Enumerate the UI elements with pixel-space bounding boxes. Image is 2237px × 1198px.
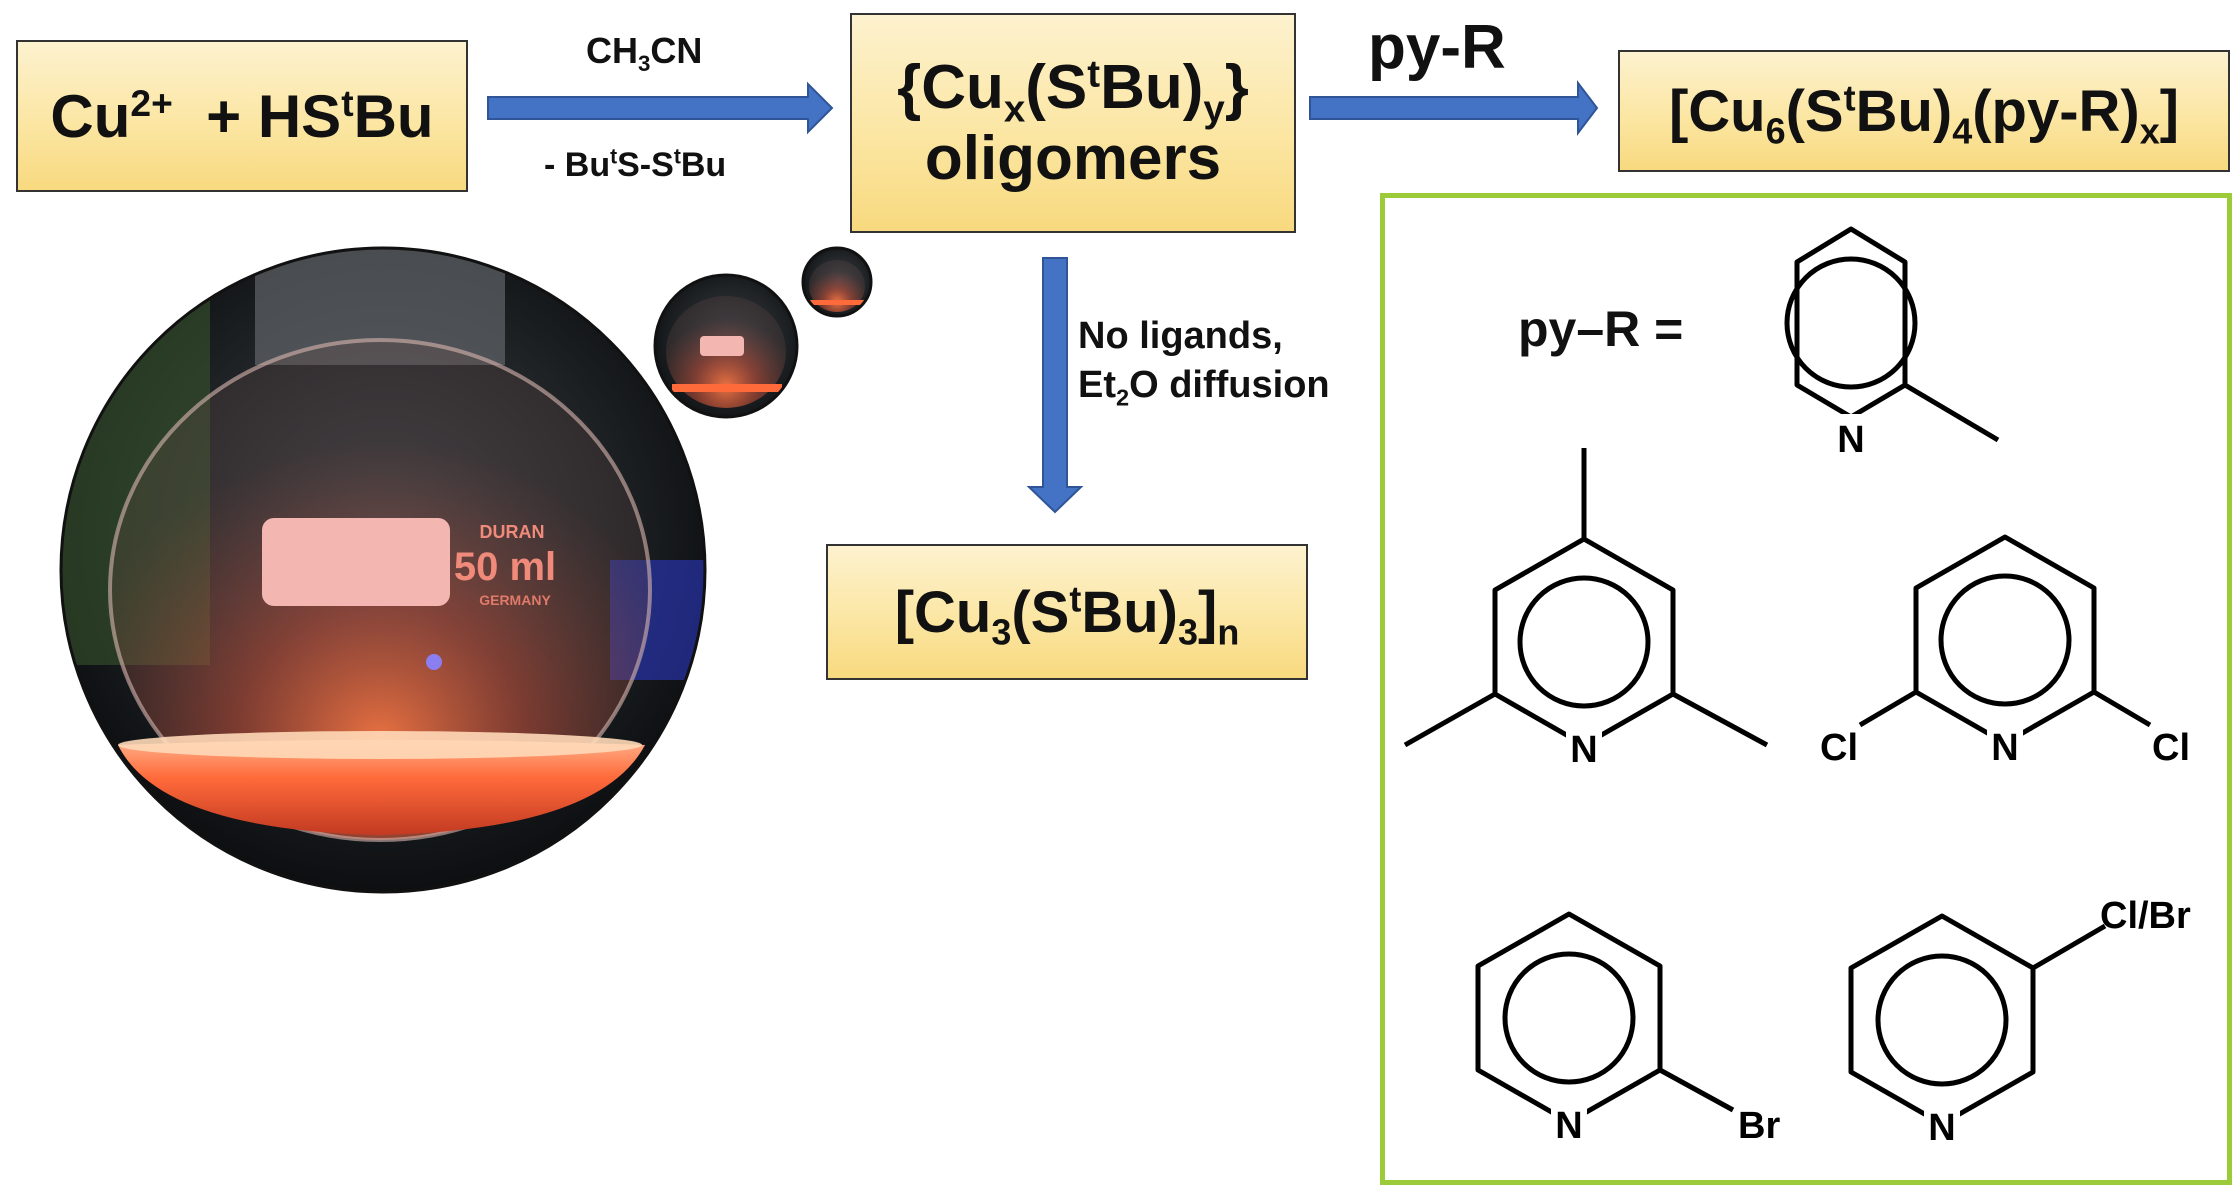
flask-brand: DURAN xyxy=(480,522,545,542)
py-product-formula: [Cu6(StBu)4(py-R)x] xyxy=(1668,77,2180,152)
atom-cl-br: Cl/Br xyxy=(2100,895,2191,937)
polymer-product-box: [Cu3(StBu)3]n xyxy=(826,544,1308,680)
oligomers-formula: {Cux(StBu)y} oligomers xyxy=(897,52,1249,193)
solvent-label: CH3CN xyxy=(586,30,703,77)
atom-br: Br xyxy=(1738,1105,1780,1147)
arrow-step3 xyxy=(1026,257,1084,514)
atom-n-3: N xyxy=(1991,727,2018,769)
atom-n-4: N xyxy=(1555,1105,1582,1147)
atom-n-5: N xyxy=(1928,1107,1955,1149)
byproduct-label: - ButS-StBu xyxy=(544,145,727,184)
flask-photo-medium xyxy=(653,273,799,419)
py-product-box: [Cu6(StBu)4(py-R)x] xyxy=(1618,50,2230,172)
flask-origin: GERMANY xyxy=(479,592,551,608)
atom-cl-right: Cl xyxy=(2152,727,2190,769)
reactants-box: Cu2+ + HStBu xyxy=(16,40,468,192)
2-bromopyridine-structure xyxy=(1475,911,1735,1125)
2-6-dichloropyridine-structure xyxy=(1858,534,2152,746)
py-r-definition-label: py–R = xyxy=(1518,301,1684,357)
atom-n-1: N xyxy=(1837,419,1864,461)
oligomers-label: oligomers xyxy=(924,124,1222,193)
flask-photo-small xyxy=(801,246,873,318)
reactants-formula: Cu2+ + HStBu xyxy=(50,81,434,150)
no-ligands-label: No ligands, Et2O diffusion xyxy=(1078,315,1330,411)
oligomers-box: {Cux(StBu)y} oligomers xyxy=(850,13,1296,233)
3-halopyridine-structure xyxy=(1848,913,2107,1127)
2-methylpyridine-structure xyxy=(1784,226,2000,443)
polymer-product-formula: [Cu3(StBu)3]n xyxy=(894,578,1240,653)
arrow-step2 xyxy=(1309,80,1599,136)
ligand-panel xyxy=(1380,193,2232,1185)
atom-cl-left: Cl xyxy=(1820,727,1858,769)
py-r-reagent-label: py-R xyxy=(1368,13,1506,82)
flask-volume: 50 ml xyxy=(454,545,556,589)
collidine-structure xyxy=(1403,448,1769,748)
arrow-step1 xyxy=(487,81,834,135)
flask-photo: DURAN 50 ml GERMANY xyxy=(59,246,707,894)
atom-n-2: N xyxy=(1570,729,1597,771)
